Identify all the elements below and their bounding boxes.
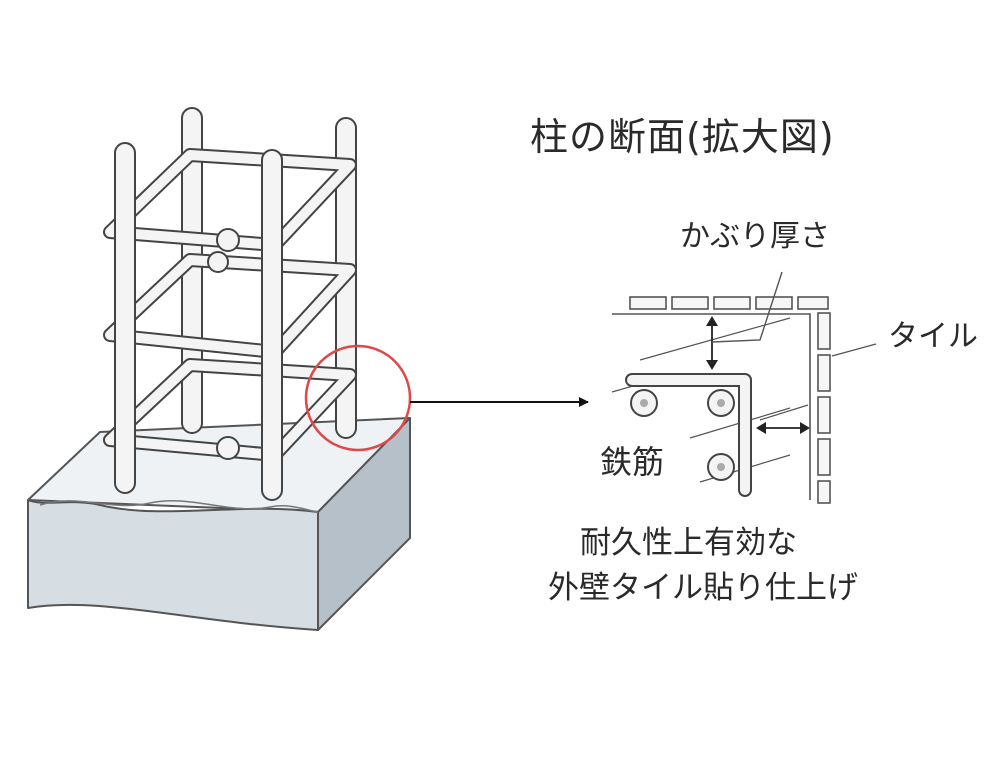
tile-piece: [817, 312, 831, 350]
detail-highlight-circle: [304, 344, 412, 452]
concrete-surface-line: [612, 313, 811, 500]
tile-piece: [713, 296, 751, 310]
hoop-hook: [216, 228, 240, 252]
hatch-line: [759, 404, 809, 421]
rebar-section: [717, 399, 725, 407]
tile-piece: [671, 296, 709, 310]
hoop-hook: [207, 251, 229, 273]
foundation-front-face: [27, 499, 319, 631]
foundation-side-face: [317, 417, 411, 631]
rebar-section: [640, 399, 648, 407]
hoop-hook: [216, 436, 240, 460]
hoop: [105, 255, 355, 357]
vertical-bar: [114, 142, 136, 494]
label-rebar: 鉄筋: [600, 443, 665, 481]
rebar-cage: [103, 107, 357, 501]
dimension-arrowhead: [800, 422, 810, 434]
label-cover-thickness: かぶり厚さ: [680, 219, 830, 254]
tile-piece: [797, 296, 829, 310]
vertical-bar: [261, 149, 283, 501]
rebar-section: [717, 463, 725, 471]
tile-piece: [629, 296, 667, 310]
label-tile: タイル: [888, 319, 978, 354]
label-note-line2: 外壁タイル貼り仕上げ: [548, 570, 858, 606]
tile-piece: [817, 480, 831, 504]
dimension-arrowhead: [706, 316, 718, 326]
section-title: 柱の断面(拡大図): [530, 115, 835, 159]
dimension-arrowhead: [706, 360, 718, 370]
tile-piece: [817, 396, 831, 434]
foundation-break-line: [39, 499, 319, 513]
hoop-section: [627, 375, 750, 495]
label-note-line1: 耐久性上有効な: [580, 525, 797, 561]
leader-cover: [711, 271, 783, 343]
tile-piece: [817, 354, 831, 392]
cross-section-detail: [611, 271, 877, 504]
tile-piece: [817, 438, 831, 476]
dimension-arrowhead: [756, 422, 766, 434]
leader-tile: [831, 343, 877, 357]
